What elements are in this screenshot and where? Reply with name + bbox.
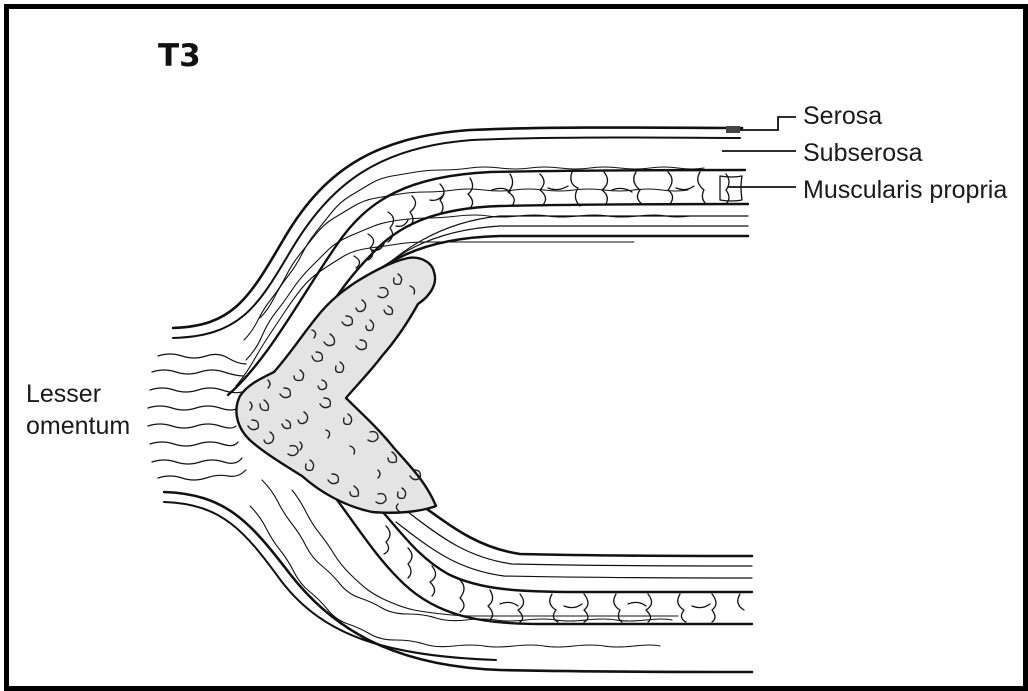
lower-subserosa-texture <box>250 480 678 647</box>
lower-submucosa-line <box>408 512 752 566</box>
lesser-omentum-label-line2: omentum <box>26 410 130 442</box>
subserosa-label: Subserosa <box>803 141 923 166</box>
lesser-omentum-fibres <box>148 354 246 480</box>
lesser-omentum-label: Lesser omentum <box>26 378 130 442</box>
tumor-mass <box>236 258 436 513</box>
lower-serosa-outer-line <box>164 492 752 672</box>
lower-lumen-line <box>420 504 752 556</box>
serosa-pointer-mark <box>726 126 740 133</box>
upper-serosa-outer-line <box>173 128 742 329</box>
lower-submucosa-line <box>396 522 752 578</box>
stage-label: T3 <box>158 38 201 74</box>
lower-serosa-inner-line <box>164 502 496 660</box>
muscularis-propria-label: Muscularis propria <box>803 178 1007 203</box>
serosa-label: Serosa <box>803 104 882 129</box>
lesser-omentum-label-line1: Lesser <box>26 378 130 410</box>
